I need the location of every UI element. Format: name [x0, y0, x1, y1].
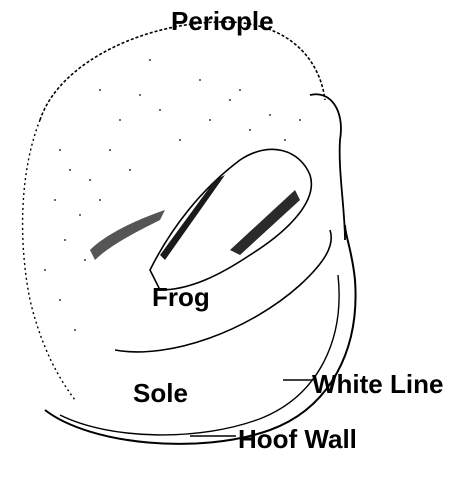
white-line-curve [115, 230, 331, 352]
sole-label: Sole [133, 380, 188, 406]
frog-hatch-left [160, 175, 225, 260]
hoof-outline-top [40, 22, 325, 120]
hoof-outline-right [310, 94, 345, 240]
hoof-outline-left [23, 120, 75, 400]
frog-label: Frog [152, 284, 210, 310]
hoof-wall-label: Hoof Wall [238, 426, 357, 452]
white-line-label: White Line [312, 371, 443, 397]
periople-label: Periople [171, 8, 274, 34]
bar-hatch-left [90, 210, 165, 260]
hoof-wall-curve [45, 225, 356, 444]
frog-shape [150, 149, 311, 290]
